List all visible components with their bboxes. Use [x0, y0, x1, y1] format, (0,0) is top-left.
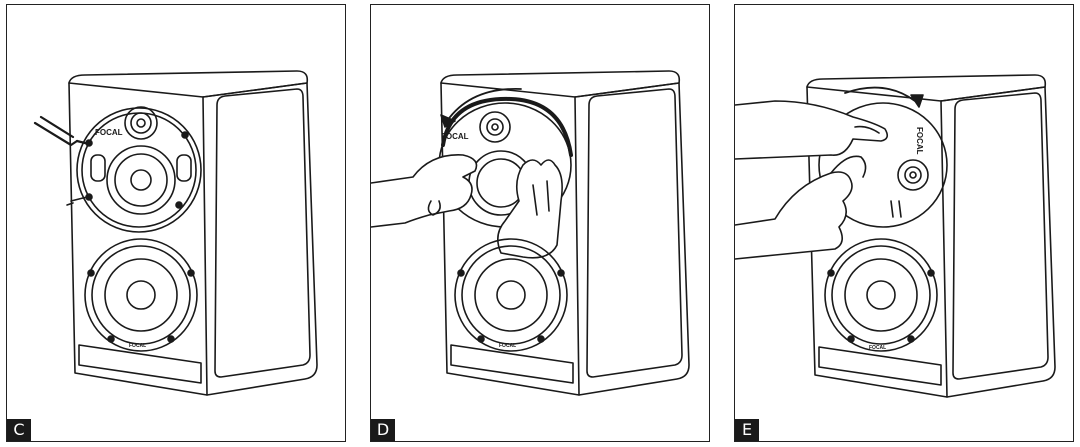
- upper-plate: [76, 107, 202, 233]
- bottom-slot: [818, 346, 942, 386]
- panel-label: D: [371, 419, 395, 441]
- tweeter: [479, 111, 511, 143]
- cabinet-side: [202, 82, 318, 396]
- panel-label: C: [7, 419, 31, 441]
- grille-logo: FOCAL: [95, 128, 123, 137]
- bottom-slot: [450, 344, 574, 384]
- cabinet-side: [574, 82, 690, 396]
- side-inset: [586, 88, 683, 378]
- illustration-e: FOCAL FOCAL: [735, 74, 1056, 398]
- hex-key: [33, 115, 79, 147]
- side-inset: [214, 88, 311, 378]
- grille-logo: FOCAL: [441, 132, 469, 141]
- panel-label: E: [735, 419, 759, 441]
- hand-left: [371, 154, 478, 228]
- woofer-cone: [844, 258, 918, 332]
- woofer-cap: [866, 280, 896, 310]
- hand-right: [497, 159, 563, 259]
- cabinet-top: [440, 70, 681, 98]
- port-left: [90, 154, 106, 182]
- midrange: [106, 145, 176, 215]
- screws: [85, 131, 189, 209]
- panel-e: FOCAL FOCAL E: [734, 4, 1074, 442]
- woofer-cone: [474, 258, 548, 332]
- cabinet-side: [940, 86, 1056, 398]
- grille-logo: FOCAL: [915, 127, 924, 155]
- woofer-logo: FOCAL: [499, 343, 516, 349]
- woofer-cone: [104, 258, 178, 332]
- illustration-d: FOCAL FOCAL: [371, 70, 690, 396]
- woofer-cap: [126, 280, 156, 310]
- woofer-ring: [454, 238, 568, 352]
- upper-plate: [818, 102, 948, 228]
- cabinet-top: [806, 74, 1047, 102]
- woofer-logo: FOCAL: [129, 343, 146, 349]
- tweeter: [897, 159, 929, 191]
- rotation-arrow: [844, 86, 916, 102]
- hand-top: [735, 100, 889, 160]
- bottom-slot: [78, 344, 202, 384]
- cabinet-top: [68, 70, 309, 98]
- panel-d: FOCAL FOCAL D: [370, 4, 710, 442]
- tweeter: [124, 106, 158, 140]
- woofer-cap: [496, 280, 526, 310]
- hand-bottom: [735, 171, 853, 260]
- woofer-ring: [84, 238, 198, 352]
- woofer-ring: [824, 238, 938, 352]
- port-right: [176, 154, 192, 182]
- woofer-logo: FOCAL: [869, 345, 886, 351]
- rotation-arrow: [446, 88, 522, 122]
- illustration-c: FOCAL FOCAL: [33, 70, 318, 396]
- side-inset: [952, 92, 1049, 380]
- panel-c: FOCAL FOCAL C: [6, 4, 346, 442]
